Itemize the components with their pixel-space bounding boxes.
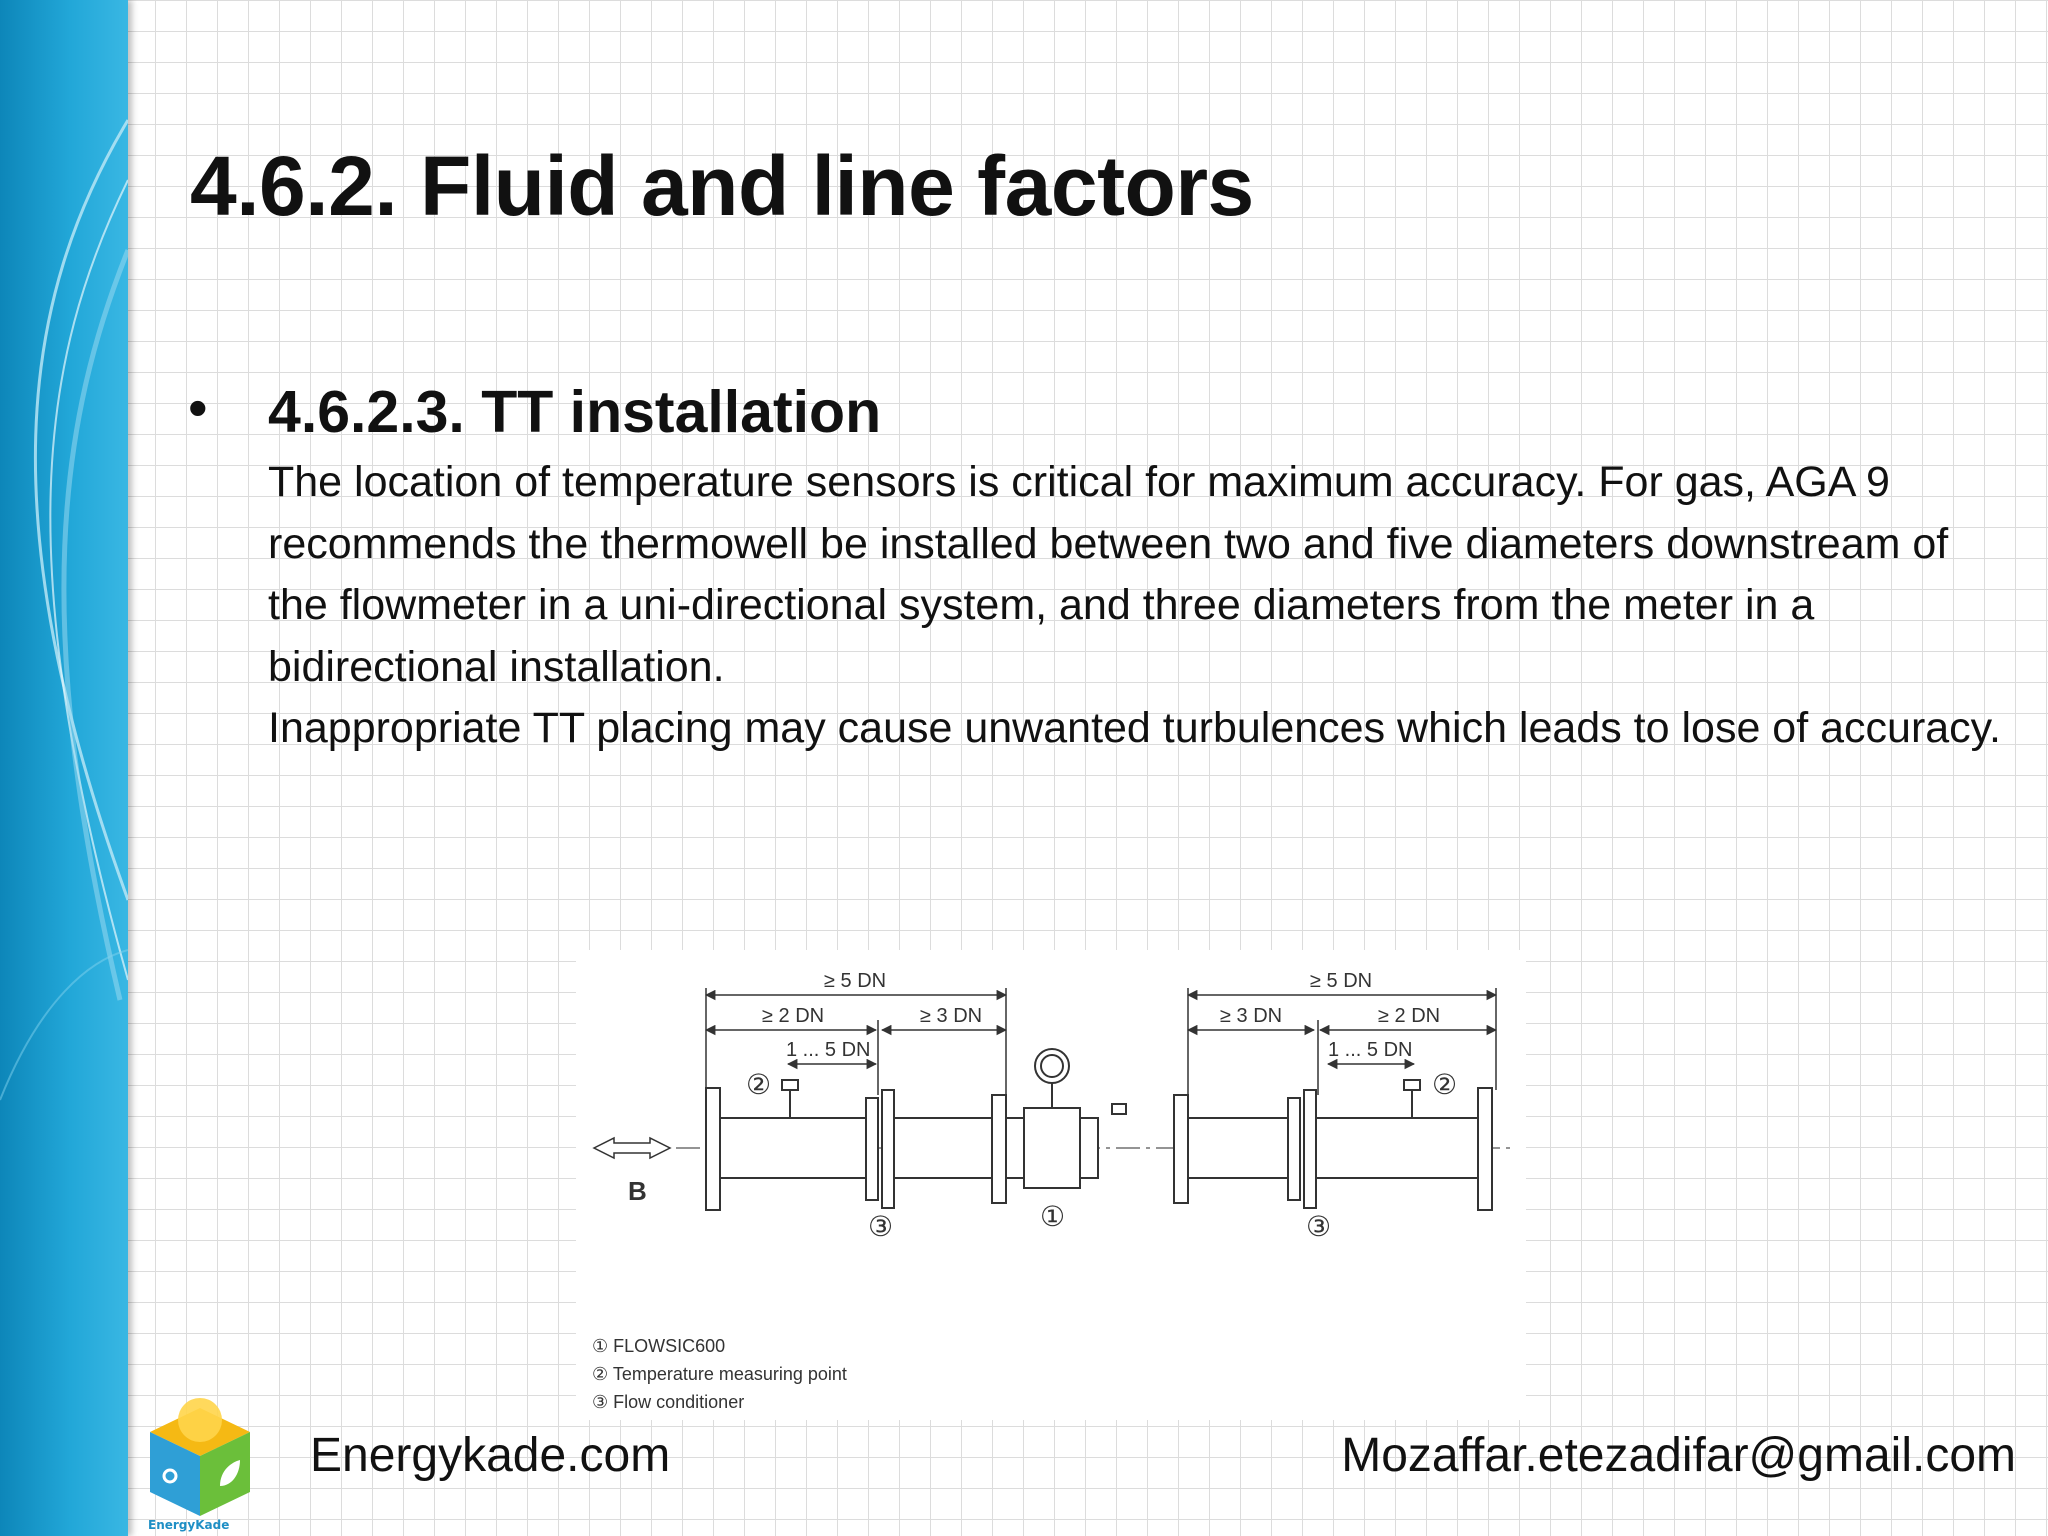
logo-text: EnergyKade [148,1518,230,1532]
dim-label-right-range: 1 ... 5 DN [1328,1039,1412,1061]
pipe-run-drawing: ≥ 5 DN ≥ 5 DN ≥ 2 DN ≥ 3 DN ≥ 3 DN ≥ 2 D… [592,970,1516,1242]
tt-installation-diagram: ≥ 5 DN ≥ 5 DN ≥ 2 DN ≥ 3 DN ≥ 3 DN ≥ 2 D… [576,950,1526,1420]
marker-temperature-left: ② [746,1069,771,1100]
flow-direction-icon [592,1136,672,1160]
bullet-heading: 4.6.2.3. TT installation [268,379,882,445]
slide-title: 4.6.2. Fluid and line factors [190,139,1254,233]
paragraph-aga9: The location of temperature sensors is c… [268,458,1949,691]
marker-flowmeter: ① [1040,1201,1065,1232]
marker-conditioner-right: ③ [1306,1211,1331,1242]
legend-temperature-point: ② Temperature measuring point [592,1364,847,1384]
body-text: The location of temperature sensors is c… [268,452,2008,760]
dim-label-left-range: 1 ... 5 DN [786,1039,870,1061]
marker-conditioner-left: ③ [868,1211,893,1242]
dim-label-left-5dn: ≥ 5 DN [824,970,886,992]
legend-flow-conditioner: ③ Flow conditioner [592,1392,745,1412]
legend-flowsic: ① FLOWSIC600 [592,1336,726,1356]
swoosh-decoration [0,119,128,1101]
footer-email[interactable]: Mozaffar.etezadifar@gmail.com [1341,1429,2016,1482]
energykade-logo [150,1398,250,1516]
flowmeter-head-icon [1034,1048,1070,1108]
dim-label-left-2dn: ≥ 2 DN [762,1005,824,1027]
decorative-side-band [0,0,128,1536]
dim-label-right-2dn: ≥ 2 DN [1378,1005,1440,1027]
bullet-marker: • [188,376,208,439]
dim-label-right-3dn: ≥ 3 DN [1220,1005,1282,1027]
footer-website[interactable]: Energykade.com [310,1429,671,1482]
temperature-sensor-icon [781,1079,1421,1118]
dim-label-right-5dn: ≥ 5 DN [1310,970,1372,992]
paragraph-tt-placing: Inappropriate TT placing may cause unwan… [268,704,2001,752]
label-b: B [628,1176,647,1206]
dim-label-left-3dn: ≥ 3 DN [920,1005,982,1027]
marker-temperature-right: ② [1432,1069,1457,1100]
